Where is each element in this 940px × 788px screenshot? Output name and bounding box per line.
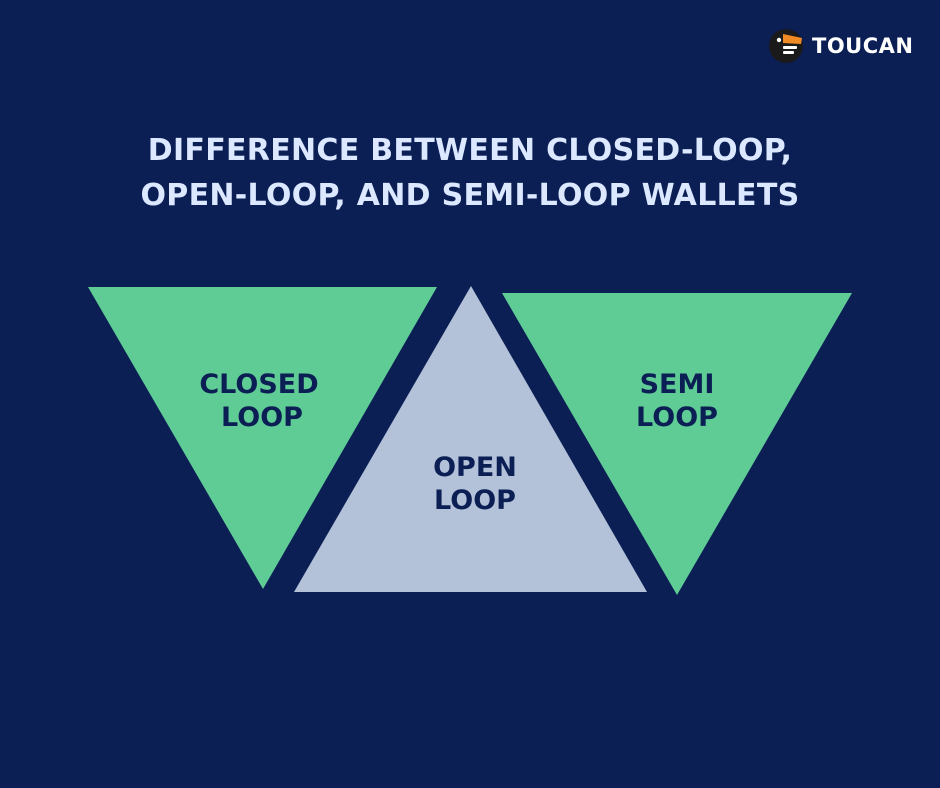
semi-loop-triangle [502, 293, 852, 595]
page-title-line2: OPEN-LOOP, AND SEMI-LOOP WALLETS [140, 178, 800, 213]
brand-name: TOUCAN [812, 34, 914, 58]
open-loop-triangle [294, 286, 647, 592]
closed-loop-label-line1: CLOSED [199, 369, 318, 400]
open-loop-label-line1: OPEN [433, 452, 517, 483]
semi-loop-label-line2: LOOP [636, 402, 718, 433]
closed-loop-triangle [88, 287, 437, 589]
closed-loop-label-line2: LOOP [221, 402, 303, 433]
page-title-line1: DIFFERENCE BETWEEN CLOSED-LOOP, [147, 133, 793, 168]
open-loop-label-line2: LOOP [434, 485, 516, 516]
semi-loop-label-line1: SEMI [640, 369, 715, 400]
brand-logo: TOUCAN [768, 28, 913, 64]
toucan-logo-icon [769, 29, 803, 63]
